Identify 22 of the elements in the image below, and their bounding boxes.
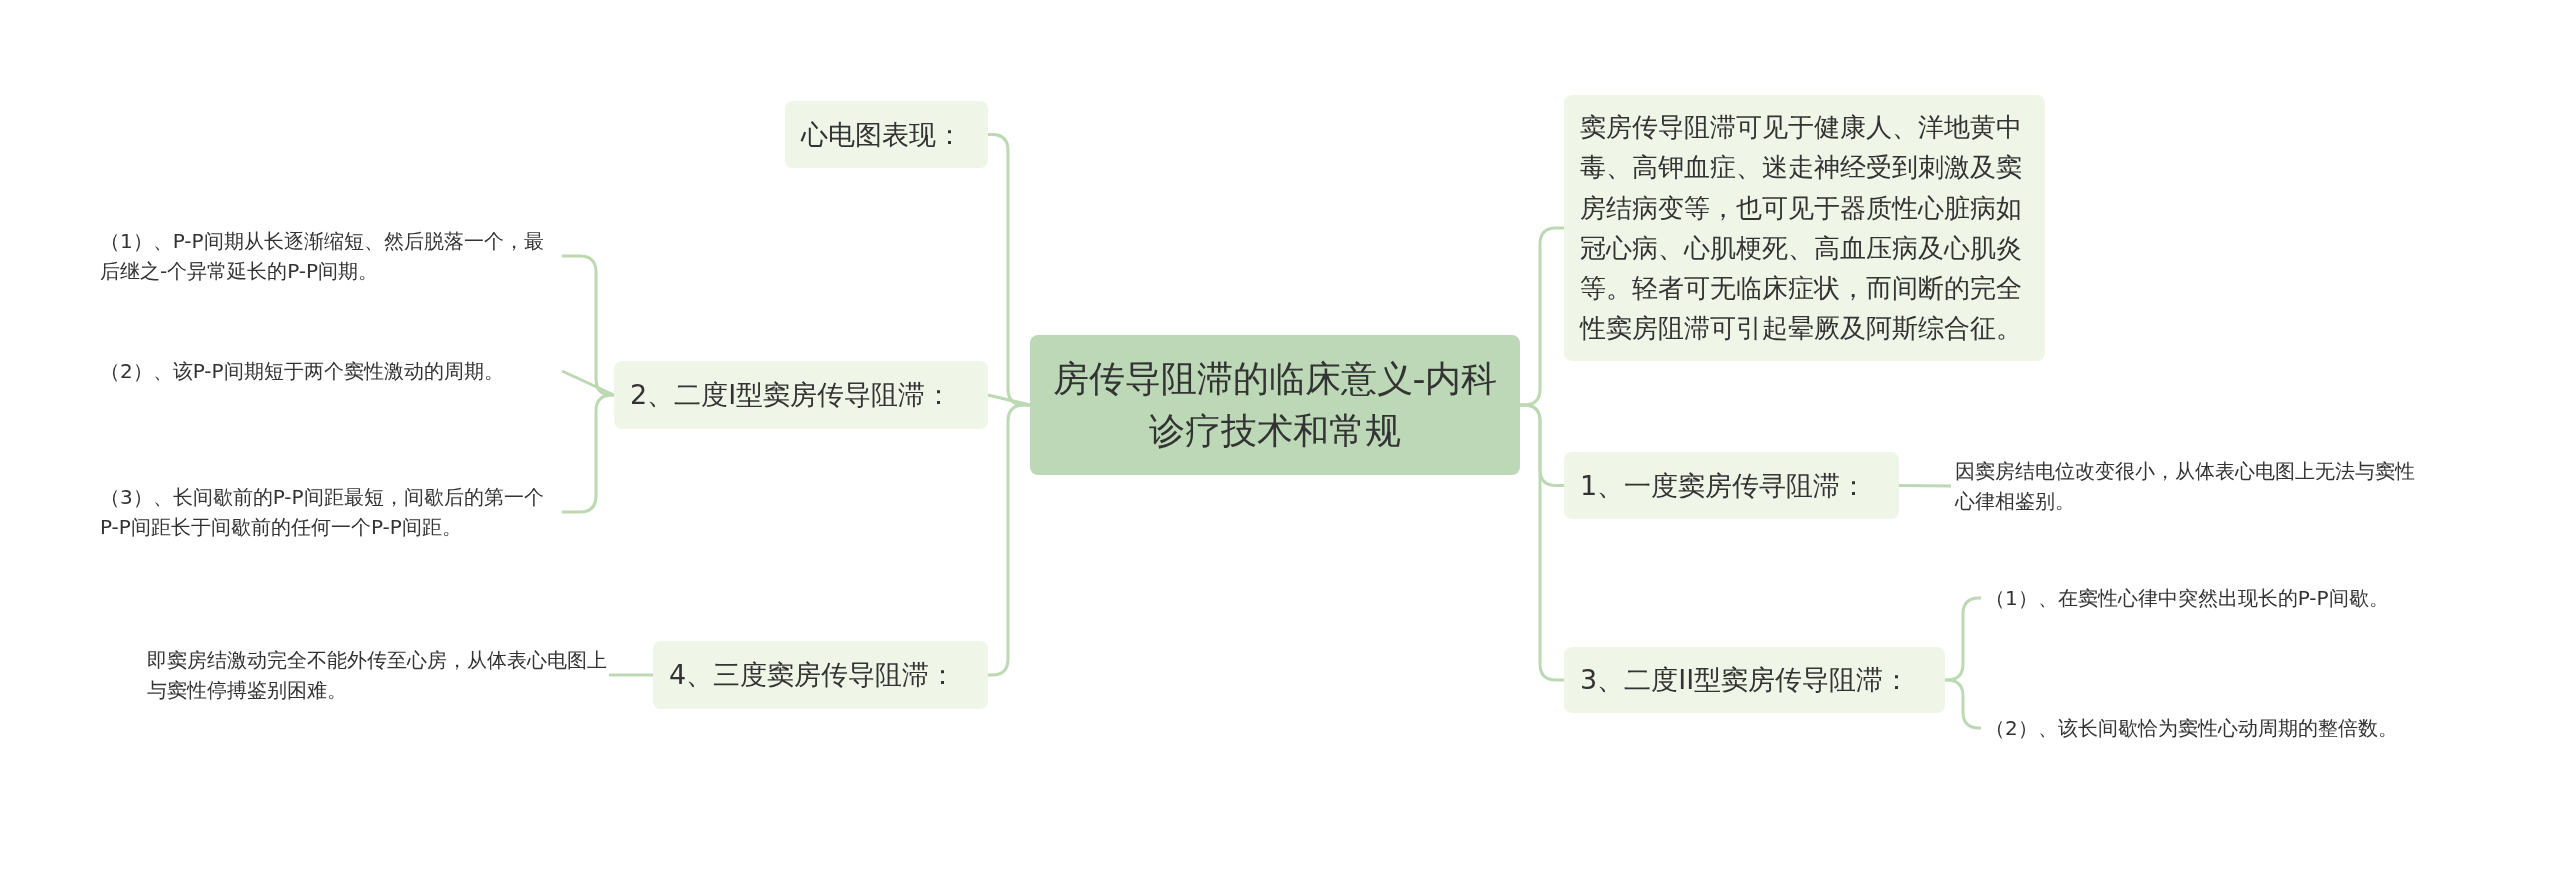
connector-line: [562, 393, 615, 514]
branch-box: 1、一度窦房传寻阻滞：: [1564, 452, 1899, 519]
branch-box: 4、三度窦房传导阻滞：: [653, 641, 988, 709]
branch-box: 3、二度II型窦房传导阻滞：: [1564, 647, 1945, 713]
connector-line: [1520, 403, 1564, 682]
branch-box: 2、二度I型窦房传导阻滞：: [614, 361, 988, 429]
connector-line: [1899, 484, 1951, 488]
topic-box: 房传导阻滞的临床意义-内科诊疗技术和常规: [1030, 335, 1520, 475]
text-box: 窦房传导阻滞可见于健康人、洋地黄中毒、高钾血症、迷走神经受到刺激及窦房结病变等，也可见于器质性心脏病如冠心病、心肌梗死、高血压病及心肌炎等。轻者可无临床症状，而间断的完全性窦房阻滞可引起晕厥及阿斯综合征。: [1564, 95, 2045, 361]
connector-line: [987, 393, 1031, 407]
note-text: （2）、该P-P间期短于两个窦性激动的周期。: [100, 356, 560, 386]
connector-line: [561, 369, 615, 397]
connector-line: [1944, 596, 1982, 682]
note-text: 因窦房结电位改变很小，从体表心电图上无法与窦性心律相鉴别。: [1955, 456, 2425, 516]
note-text: （3）、长间歇前的P-P间距最短，间歇后的第一个P-P间距长于间歇前的任何一个P-P间距。: [100, 482, 560, 542]
note-text: （1）、P-P间期从长逐渐缩短、然后脱落一个，最后继之-个异常延长的P-P间期。: [100, 226, 560, 286]
note-text: 即窦房结激动完全不能外传至心房，从体表心电图上与窦性停搏鉴别困难。: [147, 645, 607, 705]
branch-box: 心电图表现：: [785, 101, 988, 168]
note-text: （2）、该长间歇恰为窦性心动周期的整倍数。: [1985, 713, 2455, 743]
note-text: （1）、在窦性心律中突然出现长的P-P间歇。: [1985, 583, 2455, 613]
connector-line: [609, 673, 653, 677]
connector-line: [1945, 678, 1981, 730]
